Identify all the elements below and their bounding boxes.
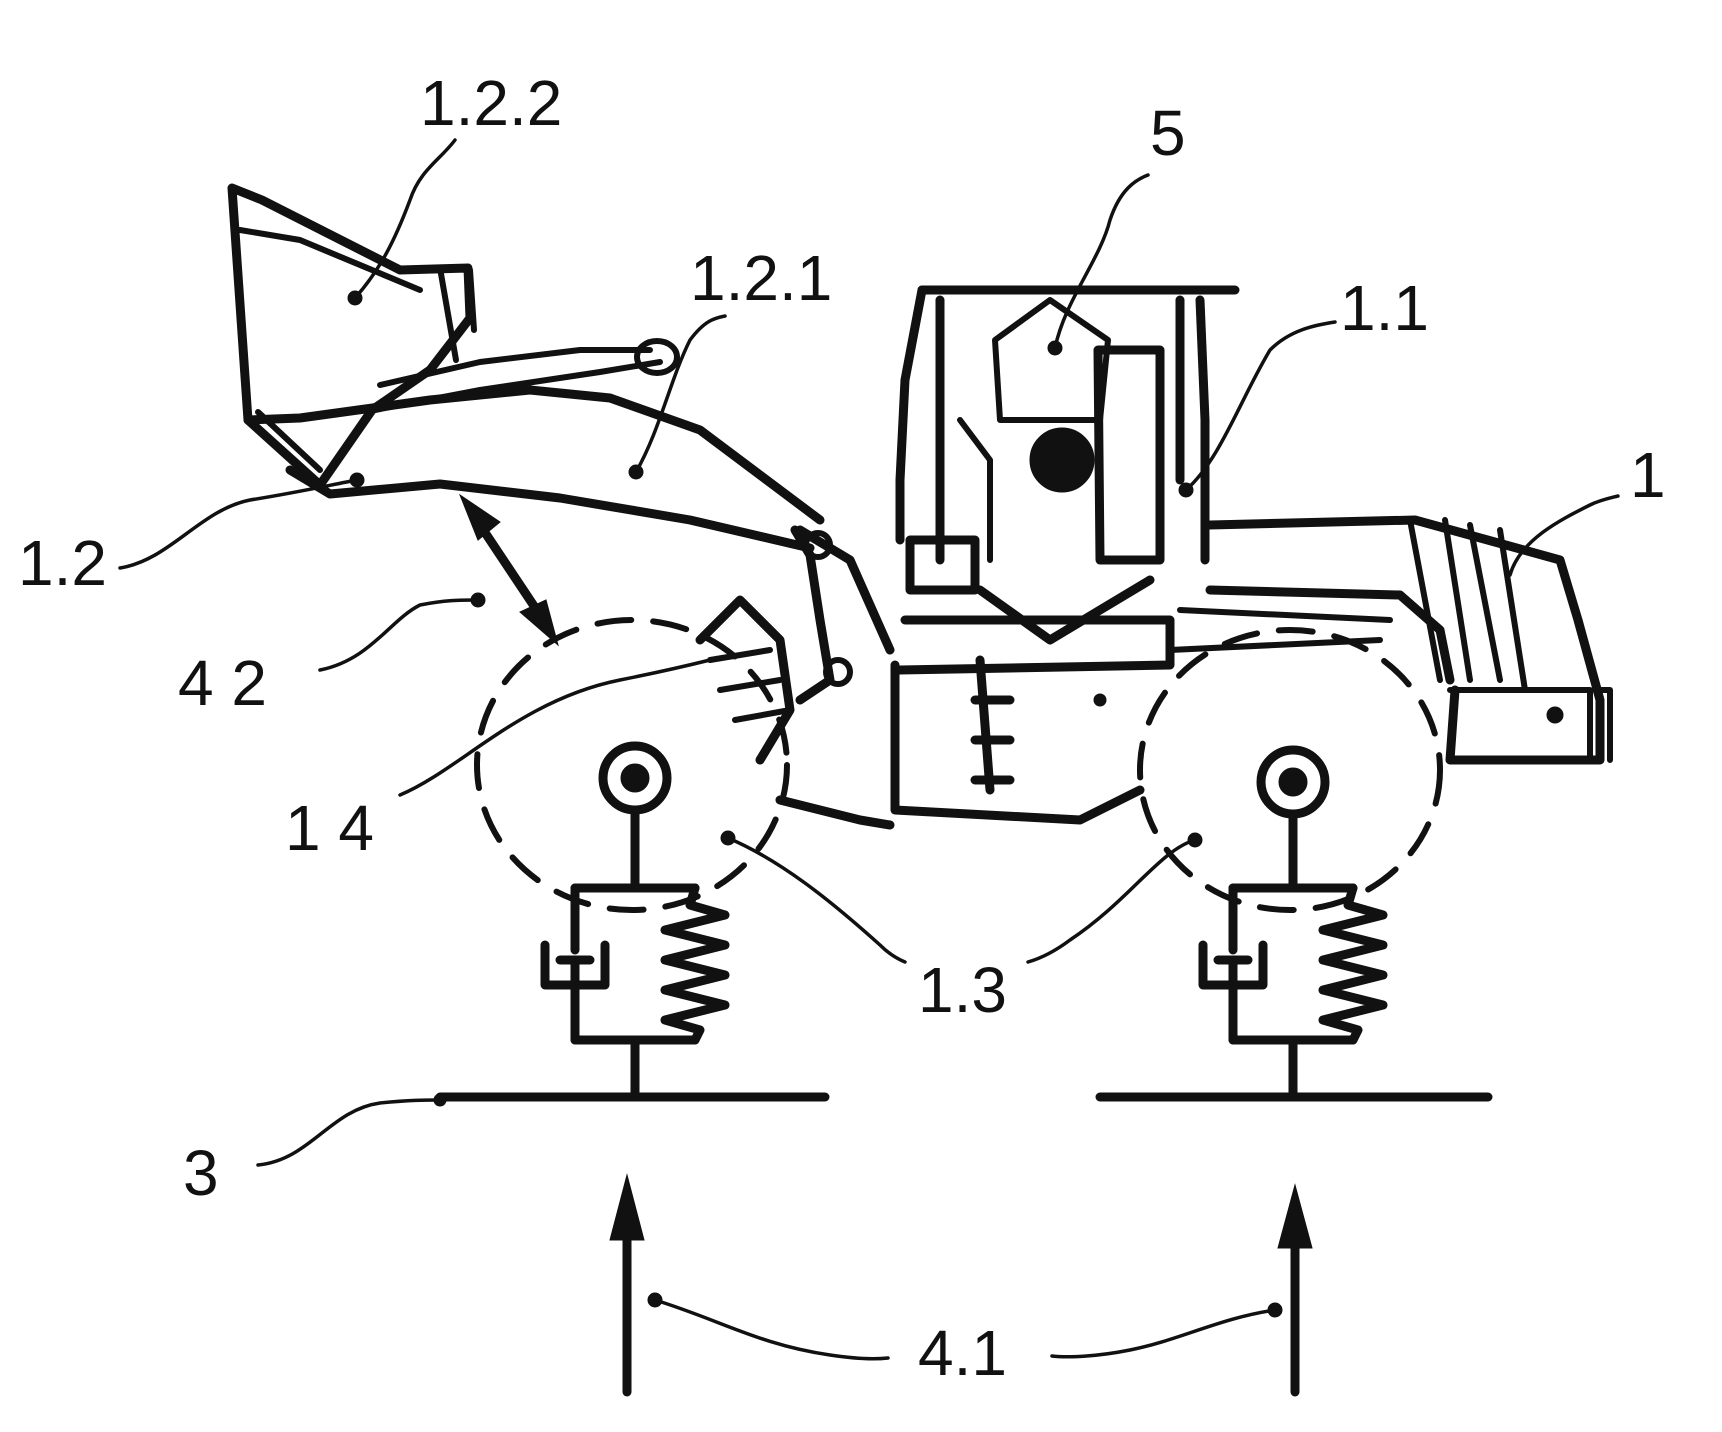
- front-spring-damper: [545, 746, 725, 1095]
- label-1-1: 1.1: [1340, 272, 1429, 344]
- excitation-arrow-front: [610, 1175, 644, 1392]
- label-1-2-2: 1.2.2: [420, 67, 562, 139]
- label-3: 3: [183, 1137, 219, 1209]
- label-4-2: 4 2: [178, 647, 267, 719]
- rear-spring-damper: [1203, 750, 1383, 1095]
- front-wheel-ref-dot: [721, 831, 735, 845]
- rear-ref-dot: [1547, 707, 1563, 723]
- cab: [895, 290, 1235, 820]
- double-arrow-4-2: [460, 495, 558, 645]
- label-1-2-1: 1.2.1: [690, 242, 832, 314]
- label-1-2: 1.2: [18, 527, 107, 599]
- cab-lower-dot: [1094, 694, 1106, 706]
- label-1-3: 1.3: [918, 954, 1007, 1026]
- arrow-front-ref-dot: [648, 1293, 662, 1307]
- double-arrow-ref-dot: [471, 593, 485, 607]
- arrow-rear-ref-dot: [1268, 1303, 1282, 1317]
- label-1-4: 1 4: [285, 792, 374, 864]
- steering-wheel: [1030, 428, 1094, 492]
- ground-ref-dot: [434, 1094, 446, 1106]
- label-5: 5: [1150, 97, 1186, 169]
- label-4-1: 4.1: [918, 1317, 1007, 1389]
- front-frame: [700, 530, 890, 825]
- label-1: 1: [1630, 439, 1666, 511]
- boom-arm: [248, 341, 820, 548]
- bucket: [232, 188, 474, 485]
- excitation-arrow-rear: [1278, 1185, 1312, 1392]
- rear-wheel-ref-dot: [1188, 833, 1202, 847]
